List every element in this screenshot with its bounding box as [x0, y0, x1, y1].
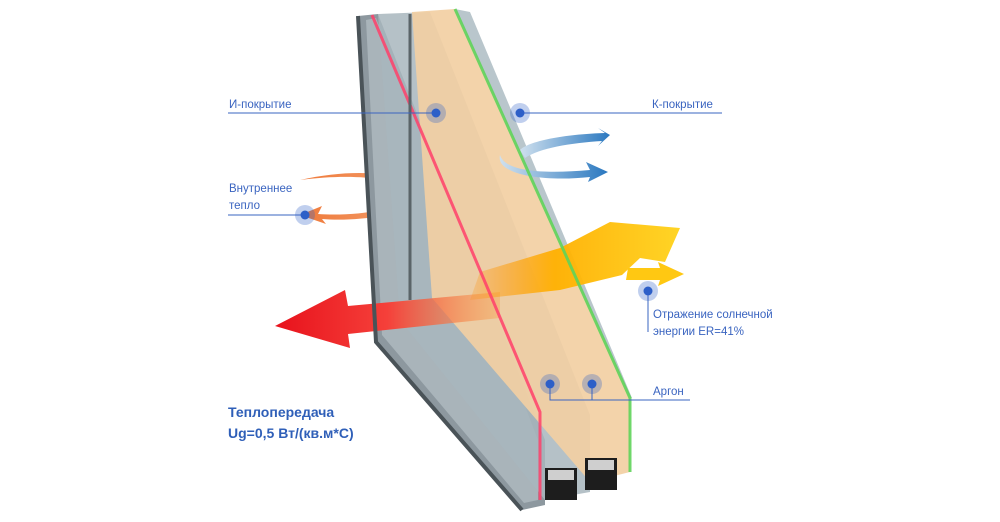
solar-energy-band [470, 222, 680, 300]
label-inner-heat-2: тепло [229, 200, 260, 212]
marker-inner-heat [295, 205, 315, 225]
marker-k-coating [510, 103, 530, 123]
markers [295, 103, 658, 394]
label-k-coating: К-покрытие [652, 99, 713, 111]
label-solar-2: энергии ER=41% [653, 326, 744, 338]
marker-i-coating [426, 103, 446, 123]
glass-pane-outer [412, 9, 630, 482]
reflection-arrow-top [520, 128, 610, 158]
label-solar-1: Отражение солнечной [653, 309, 773, 321]
label-i-coating: И-покрытие [229, 99, 292, 111]
solar-reflect-arrow [626, 262, 684, 286]
reflection-arrow-bottom [499, 155, 608, 182]
marker-solar [638, 281, 658, 301]
marker-argon-1 [540, 374, 560, 394]
heat-transfer-value: Ug=0,5 Вт/(кв.м*С) [228, 425, 354, 441]
heat-transfer-title: Теплопередача [228, 404, 335, 420]
k-coating-edge [453, 8, 632, 472]
heat-loss-arrow [275, 290, 500, 348]
label-argon: Аргон [653, 386, 684, 398]
marker-argon-2 [582, 374, 602, 394]
label-inner-heat-1: Внутреннее [229, 183, 293, 195]
i-coating-edge [370, 14, 542, 500]
